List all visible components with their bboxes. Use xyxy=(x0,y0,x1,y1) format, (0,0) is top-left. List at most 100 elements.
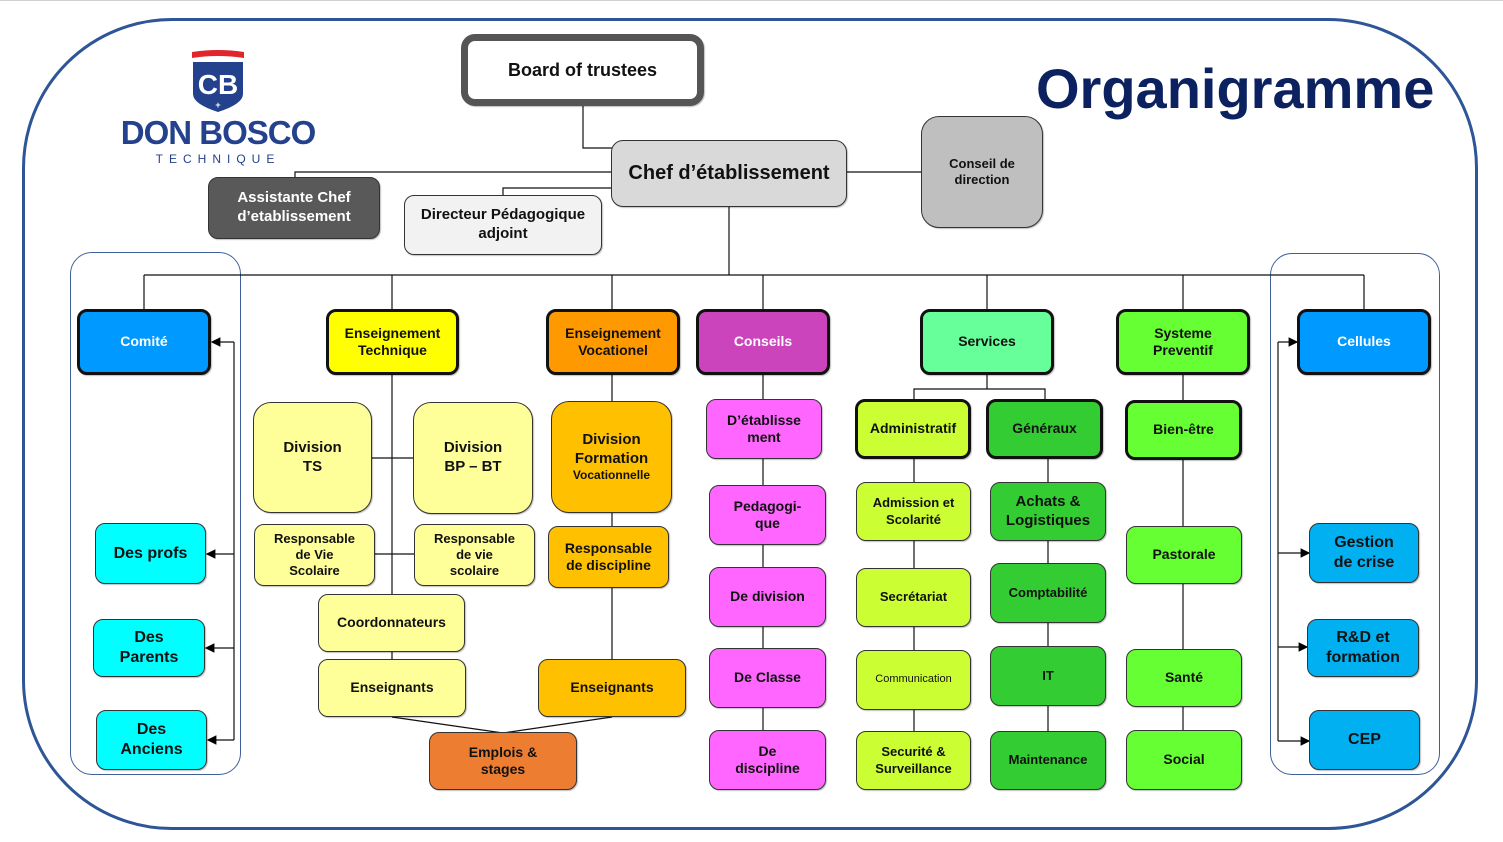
administratif-node[interactable]: Administratif xyxy=(855,399,971,459)
maintenance-node[interactable]: Maintenance xyxy=(990,731,1106,790)
conseil-direction-label: Conseil de direction xyxy=(949,155,1015,187)
enseignants-vocationel-node[interactable]: Enseignants xyxy=(538,659,686,717)
division-bp-bt-label: Division BP – BT xyxy=(443,439,503,475)
enseignement-vocationel-node[interactable]: Enseignement Vocationel xyxy=(546,309,680,375)
it-node[interactable]: IT xyxy=(990,646,1106,706)
generaux-child-label: Comptabilité xyxy=(1008,584,1088,600)
shield-emblem-icon: CB + xyxy=(192,50,244,112)
comite-child-label: Des Parents xyxy=(119,629,179,666)
comite-child-des-parents[interactable]: Des Parents xyxy=(93,619,205,677)
division-formation-node[interactable]: Division Formation Vocationnelle xyxy=(551,401,672,513)
cep-node[interactable]: CEP xyxy=(1309,710,1420,770)
enseignement-vocationel-label: Enseignement Vocationel xyxy=(565,324,661,359)
cellule-child-label: CEP xyxy=(1348,731,1381,748)
assistante-label: Assistante Chef d’etablissement xyxy=(237,189,351,225)
systeme-preventif-node[interactable]: Systeme Preventif xyxy=(1116,309,1250,375)
admin-child-label: Securité & Surveillance xyxy=(875,744,952,776)
conseil-division-node[interactable]: De division xyxy=(709,567,826,627)
responsable-discipline-node[interactable]: Responsable de discipline xyxy=(548,526,669,588)
enseignement-technique-label: Enseignement Technique xyxy=(344,324,441,359)
responsable-label: Responsable de Vie Scolaire xyxy=(274,530,355,579)
conseil-classe-node[interactable]: De Classe xyxy=(709,648,826,708)
svg-text:CB: CB xyxy=(198,69,238,100)
directeur-adjoint-label: Directeur Pédagogique adjoint xyxy=(420,206,586,242)
division-ts-node[interactable]: Division TS xyxy=(253,402,372,513)
services-label: Services xyxy=(958,333,1016,350)
don-bosco-logo: CB + DON BOSCO TECHNIQUE xyxy=(118,48,318,168)
admission-scolarite-node[interactable]: Admission et Scolarité xyxy=(856,482,971,541)
division-bp-bt-node[interactable]: Division BP – BT xyxy=(413,402,533,514)
chef-label: Chef d’établissement xyxy=(628,162,830,184)
generaux-label: Généraux xyxy=(1012,420,1077,437)
conseil-child-label: De discipline xyxy=(735,742,800,777)
emplois-label: Emplois & stages xyxy=(468,743,538,778)
social-node[interactable]: Social xyxy=(1126,730,1242,790)
conseil-child-label: De Classe xyxy=(734,669,801,686)
comptabilite-node[interactable]: Comptabilité xyxy=(990,563,1106,623)
board-of-trustees-node[interactable]: Board of trustees xyxy=(461,34,704,106)
cellules-node[interactable]: Cellules xyxy=(1297,309,1431,375)
comite-child-label: Des profs xyxy=(113,544,188,562)
assistante-node[interactable]: Assistante Chef d’etablissement xyxy=(208,177,380,239)
comite-child-des-anciens[interactable]: Des Anciens xyxy=(96,710,207,770)
services-node[interactable]: Services xyxy=(920,309,1054,375)
rd-formation-node[interactable]: R&D et formation xyxy=(1307,619,1419,677)
comite-child-des-profs[interactable]: Des profs xyxy=(95,523,206,584)
comite-child-label: Des Anciens xyxy=(120,721,183,758)
enseignants-technique-node[interactable]: Enseignants xyxy=(318,659,466,717)
conseil-child-label: Pedagogi- que xyxy=(733,497,802,532)
admin-child-label: Admission et Scolarité xyxy=(872,495,955,527)
responsable-vie-scolaire-ts-node[interactable]: Responsable de Vie Scolaire xyxy=(254,524,375,586)
sante-node[interactable]: Santé xyxy=(1126,649,1242,707)
preventif-child-label: Santé xyxy=(1164,669,1204,686)
gestion-crise-node[interactable]: Gestion de crise xyxy=(1309,523,1419,583)
division-ts-label: Division TS xyxy=(283,438,342,475)
outer-frame xyxy=(22,18,1478,830)
generaux-child-label: IT xyxy=(1042,667,1054,683)
enseignants-label: Enseignants xyxy=(350,679,434,696)
conseil-pedagogique-node[interactable]: Pedagogi- que xyxy=(709,485,826,545)
division-formation-label: Division Formation xyxy=(574,430,649,467)
cellule-child-label: Gestion de crise xyxy=(1333,534,1395,571)
preventif-child-label: Social xyxy=(1163,751,1205,768)
responsable-vie-scolaire-bp-node[interactable]: Responsable de vie scolaire xyxy=(414,524,535,586)
responsable-discipline-label: Responsable de discipline xyxy=(564,539,653,574)
achats-logistiques-node[interactable]: Achats & Logistiques xyxy=(990,482,1106,541)
comite-node[interactable]: Comité xyxy=(77,309,211,375)
conseil-discipline-node[interactable]: De discipline xyxy=(709,730,826,790)
admin-child-label: Communication xyxy=(875,673,952,686)
conseils-node[interactable]: Conseils xyxy=(696,309,830,375)
cellule-child-label: R&D et formation xyxy=(1326,629,1400,666)
admin-child-label: Secrétariat xyxy=(879,589,948,605)
board-label: Board of trustees xyxy=(507,59,658,80)
coordonnateurs-node[interactable]: Coordonnateurs xyxy=(318,594,465,652)
bien-etre-node[interactable]: Bien-être xyxy=(1125,400,1242,460)
top-divider xyxy=(0,0,1503,1)
conseil-etablissement-node[interactable]: D’établisse ment xyxy=(706,399,822,459)
communication-node[interactable]: Communication xyxy=(856,650,971,710)
pastorale-node[interactable]: Pastorale xyxy=(1126,526,1242,584)
emplois-stages-node[interactable]: Emplois & stages xyxy=(429,732,577,790)
systeme-preventif-label: Systeme Preventif xyxy=(1153,324,1213,359)
directeur-adjoint-node[interactable]: Directeur Pédagogique adjoint xyxy=(404,195,602,255)
logo-subtitle: TECHNIQUE xyxy=(155,152,281,166)
cellules-label: Cellules xyxy=(1337,333,1391,350)
division-formation-sublabel: Vocationnelle xyxy=(572,468,651,483)
conseil-direction-node[interactable]: Conseil de direction xyxy=(921,116,1043,228)
securite-surveillance-node[interactable]: Securité & Surveillance xyxy=(856,731,971,790)
logo-name: DON BOSCO xyxy=(120,114,317,151)
page-title: Organigramme xyxy=(1036,57,1435,120)
enseignement-technique-node[interactable]: Enseignement Technique xyxy=(326,309,459,375)
preventif-child-label: Bien-être xyxy=(1153,421,1214,438)
conseils-label: Conseils xyxy=(733,333,793,350)
generaux-node[interactable]: Généraux xyxy=(986,399,1103,459)
generaux-child-label: Achats & Logistiques xyxy=(1005,492,1091,529)
comite-label: Comité xyxy=(120,333,168,350)
chef-etablissement-node[interactable]: Chef d’établissement xyxy=(611,140,847,207)
comite-group-frame xyxy=(70,252,241,775)
generaux-child-label: Maintenance xyxy=(1008,752,1088,768)
administratif-label: Administratif xyxy=(869,420,957,437)
responsable-label: Responsable de vie scolaire xyxy=(434,530,515,579)
preventif-child-label: Pastorale xyxy=(1152,546,1216,563)
secretariat-node[interactable]: Secrétariat xyxy=(856,568,971,627)
